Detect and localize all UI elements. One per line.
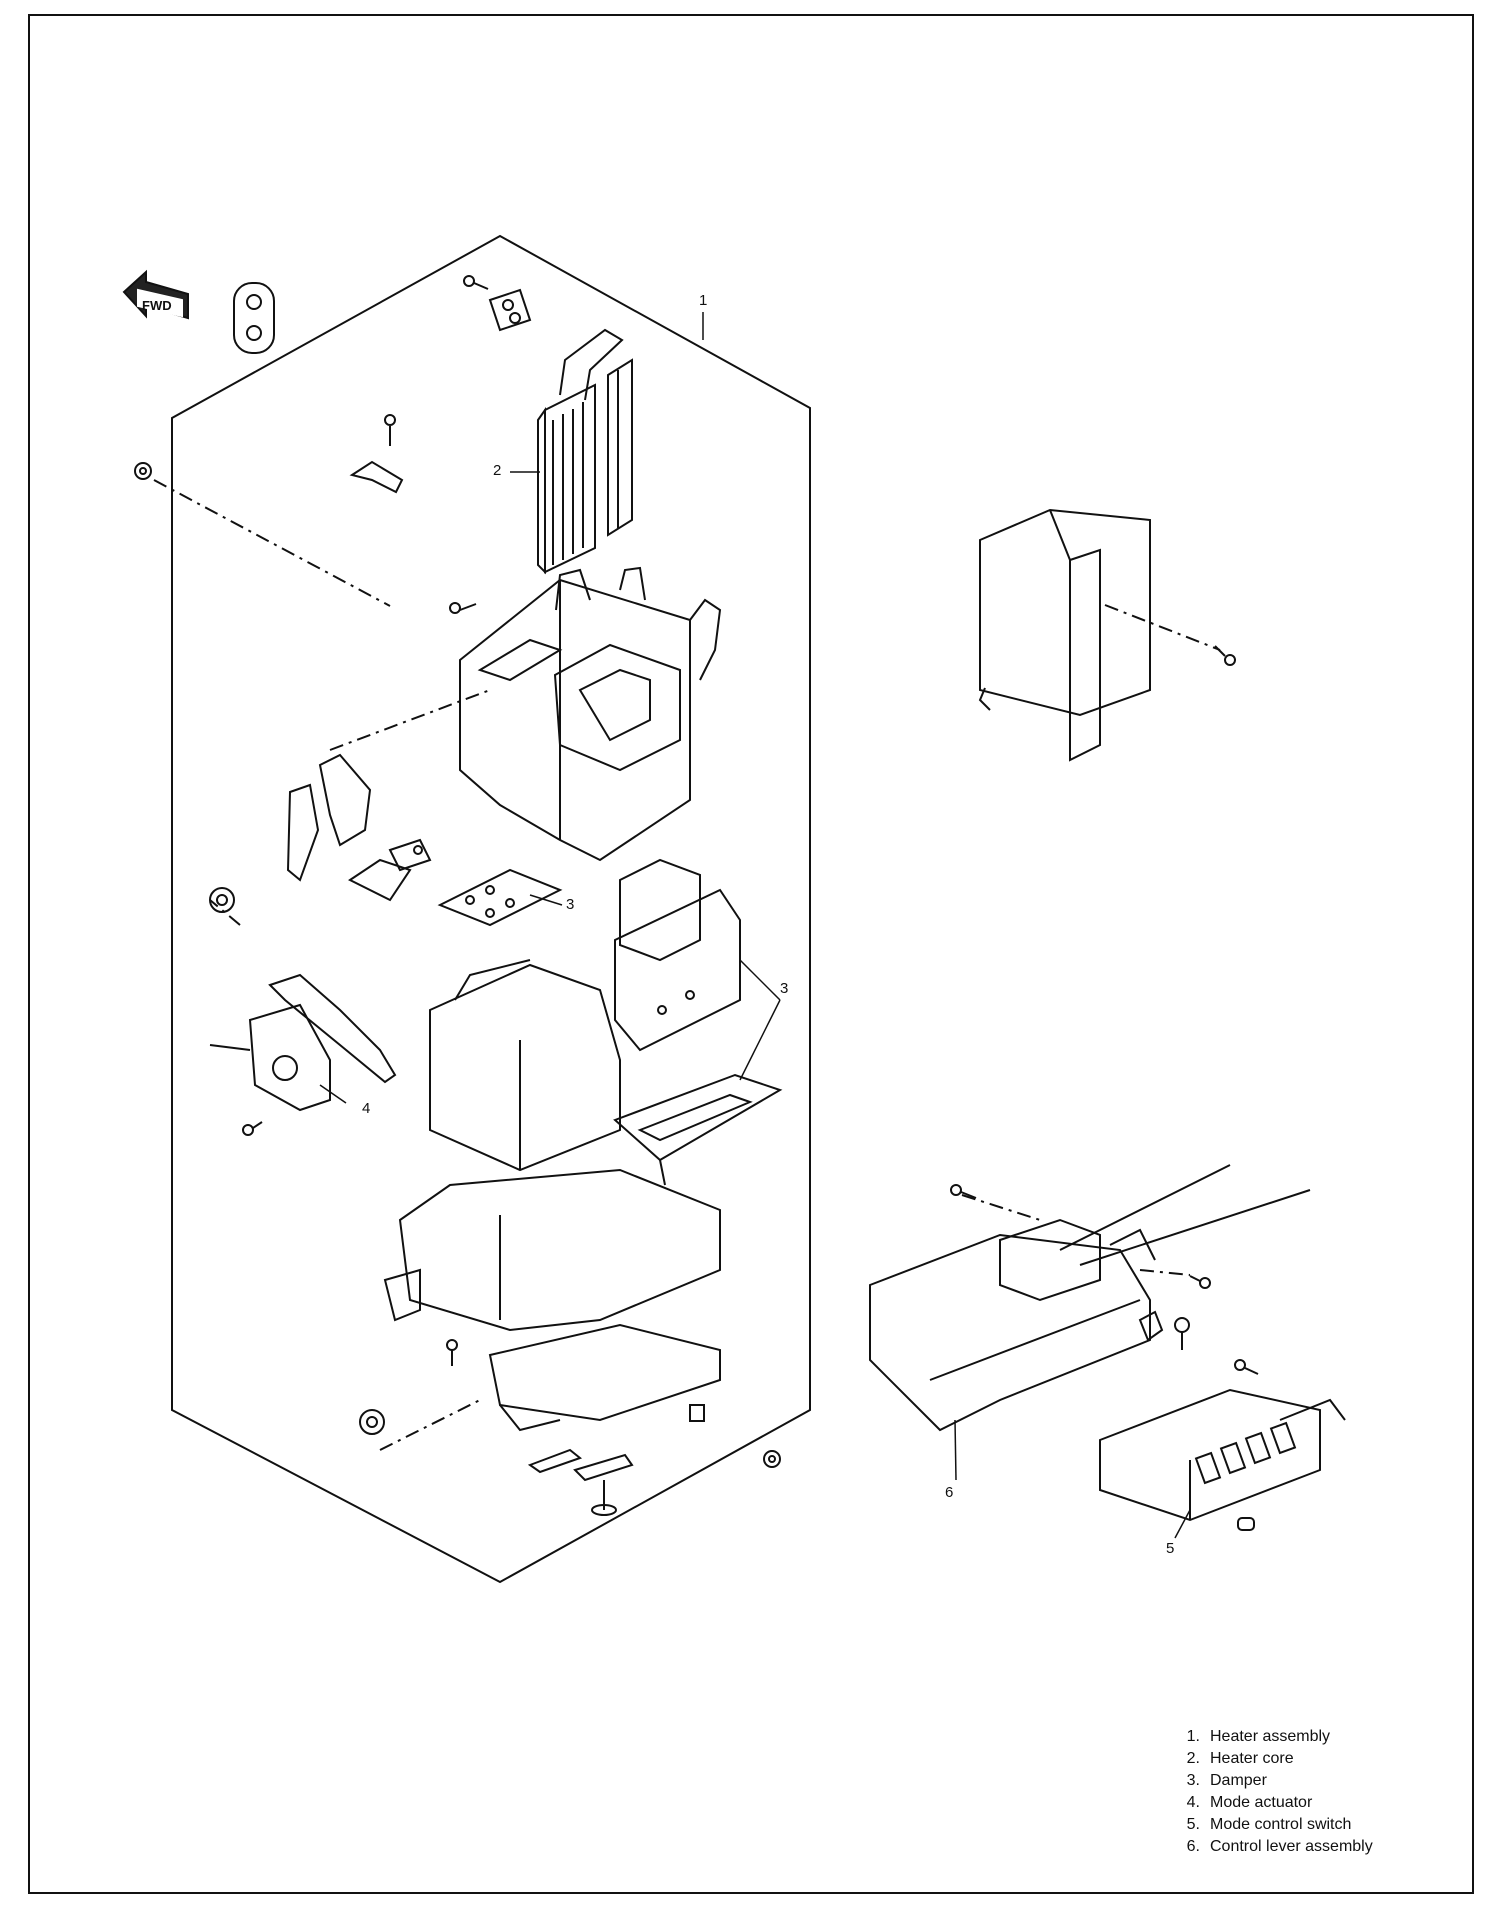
legend-text: Control lever assembly xyxy=(1210,1838,1373,1855)
legend-item: 3. Damper xyxy=(1172,1770,1373,1792)
screw-icon xyxy=(242,1121,263,1136)
lever-icon xyxy=(268,753,412,1084)
screw-icon xyxy=(463,275,489,290)
legend-text: Damper xyxy=(1210,1772,1267,1789)
leader-line xyxy=(1104,604,1221,651)
legend-number: 1. xyxy=(1186,1728,1200,1745)
legend-text: Mode actuator xyxy=(1210,1794,1313,1811)
legend-item: 1. Heater assembly xyxy=(1172,1726,1373,1748)
pin-icon xyxy=(1174,1317,1190,1350)
mode-actuator-part xyxy=(209,1003,331,1112)
link-icon xyxy=(527,1448,634,1482)
fwd-arrow-icon: FWD xyxy=(122,269,189,320)
diagram-frame xyxy=(28,14,1474,1894)
heater-case-middle-part xyxy=(429,959,621,1172)
callout-6: 6 xyxy=(945,1484,954,1501)
legend-text: Heater assembly xyxy=(1210,1728,1331,1745)
legend-number: 4. xyxy=(1186,1794,1200,1811)
legend-number: 2. xyxy=(1186,1750,1200,1767)
clip-icon xyxy=(689,1404,705,1422)
screw-icon xyxy=(950,1184,977,1199)
knob-icon xyxy=(359,1409,385,1435)
pipe-bracket-icon xyxy=(488,288,532,332)
screw-icon xyxy=(1234,1359,1259,1375)
legend-text: Mode control switch xyxy=(1210,1816,1352,1833)
blower-housing-part xyxy=(978,508,1151,762)
callout-5: 5 xyxy=(1166,1540,1175,1557)
mode-control-switch-part xyxy=(1099,1388,1346,1522)
damper-right-part xyxy=(614,858,741,1052)
heater-case-lower-part xyxy=(383,1168,721,1332)
nut-icon xyxy=(763,1450,781,1468)
legend-item: 5. Mode control switch xyxy=(1172,1814,1373,1836)
screw-icon xyxy=(449,602,477,614)
screw-icon xyxy=(1189,1275,1211,1289)
link-icon xyxy=(388,838,432,872)
legend-number: 6. xyxy=(1186,1838,1200,1855)
knob-icon xyxy=(209,887,235,913)
callout-4: 4 xyxy=(362,1100,371,1117)
callout-3: 3 xyxy=(566,896,575,913)
callout-2: 2 xyxy=(493,462,502,479)
screw-icon xyxy=(384,414,396,446)
legend-item: 4. Mode actuator xyxy=(1172,1792,1373,1814)
fwd-text: FWD xyxy=(142,298,172,313)
control-lever-assembly-part xyxy=(869,1164,1311,1432)
bulb-icon xyxy=(1237,1517,1255,1531)
heater-core-part xyxy=(537,328,633,575)
legend-item: 2. Heater core xyxy=(1172,1748,1373,1770)
bottom-plate-part xyxy=(488,1323,721,1432)
pin-icon xyxy=(591,1480,617,1516)
legend-item: 6. Control lever assembly xyxy=(1172,1836,1373,1858)
parts-legend: 1. Heater assembly 2. Heater core 3. Damper… xyxy=(1172,1726,1373,1858)
nut-icon xyxy=(134,462,152,480)
heater-assembly-outline xyxy=(171,234,811,1584)
legend-number: 3. xyxy=(1186,1772,1200,1789)
callout-1: 1 xyxy=(699,292,708,309)
heater-case-upper-part xyxy=(459,566,722,862)
callout-3: 3 xyxy=(780,980,789,997)
damper-small-part xyxy=(437,868,563,927)
legend-text: Heater core xyxy=(1210,1750,1294,1767)
grommet-icon xyxy=(233,282,275,354)
leader-line xyxy=(153,479,1191,1451)
clip-icon xyxy=(1138,1310,1164,1342)
legend-number: 5. xyxy=(1186,1816,1200,1833)
callout-leader xyxy=(319,312,1191,1539)
damper-bottom-part xyxy=(613,1073,783,1186)
clamp-icon xyxy=(349,460,404,494)
screw-icon xyxy=(446,1339,458,1366)
